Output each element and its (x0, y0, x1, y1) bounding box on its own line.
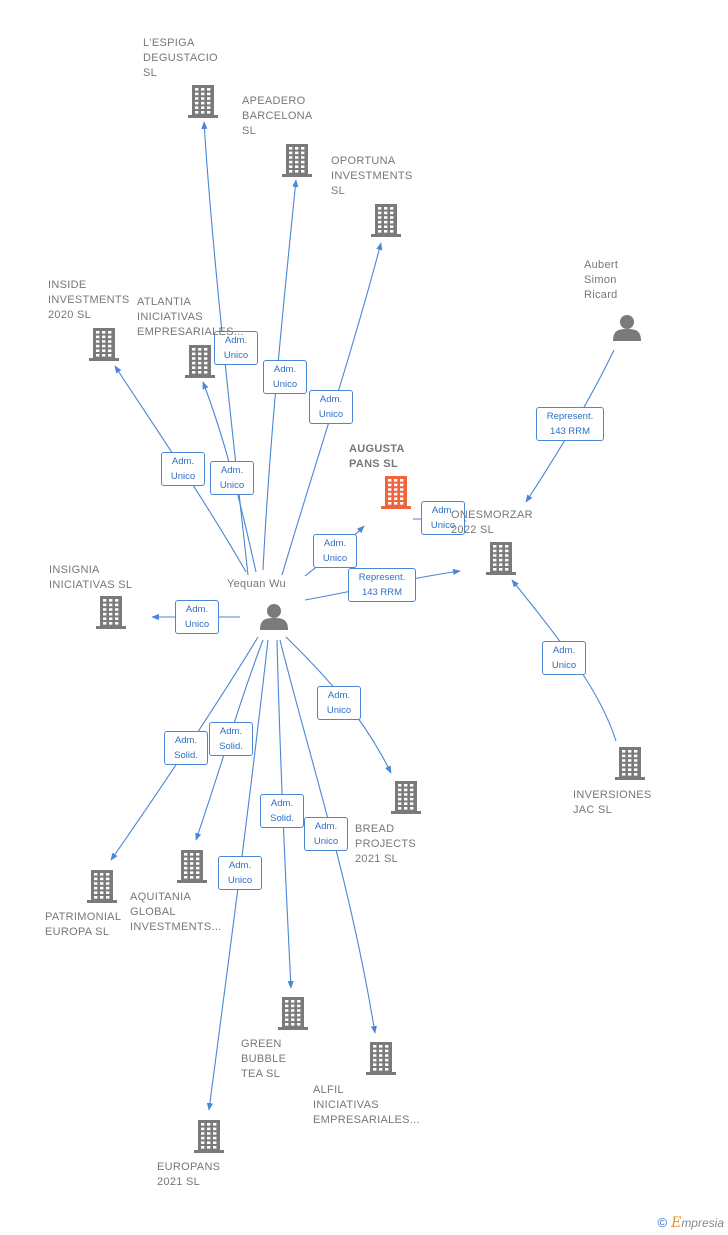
atlantia-building-icon[interactable] (185, 345, 215, 378)
relation-label-yequan-oportuna[interactable]: Adm. Unico (309, 390, 353, 424)
aubert-node-label[interactable]: Aubert Simon Ricard (584, 259, 619, 301)
onesmorzar-building-icon[interactable] (486, 542, 516, 575)
relation-label-yequan-atlantia[interactable]: Adm. Unico (210, 461, 254, 495)
aquitania-node-label[interactable]: AQUITANIA GLOBAL INVESTMENTS... (130, 891, 222, 933)
augusta-building-icon[interactable] (381, 476, 411, 509)
inversiones-node-label[interactable]: INVERSIONES JAC SL (573, 789, 652, 816)
relation-label-augusta-onesmorzar[interactable]: Adm. Unico (421, 501, 465, 535)
empresia-logo-text: mpresia (681, 1216, 724, 1230)
green-building-icon[interactable] (278, 997, 308, 1030)
relation-label-yequan-patrimonial[interactable]: Adm. Solid. (164, 731, 208, 765)
relation-label-yequan-europans[interactable]: Adm. Unico (218, 856, 262, 890)
alfil-building-icon[interactable] (366, 1042, 396, 1075)
europans-building-icon[interactable] (194, 1120, 224, 1153)
europans-node-label[interactable]: EUROPANS 2021 SL (157, 1161, 221, 1188)
bread-node-label[interactable]: BREAD PROJECTS 2021 SL (355, 823, 417, 865)
apeadero-building-icon[interactable] (282, 144, 312, 177)
insignia-building-icon[interactable] (96, 596, 126, 629)
yequan-node-label[interactable]: Yequan Wu (227, 578, 286, 590)
green-node-label[interactable]: GREEN BUBBLE TEA SL (241, 1038, 287, 1080)
atlantia-node-label[interactable]: ATLANTIA INICIATIVAS EMPRESARIALES... (137, 296, 244, 338)
patrimonial-node-label[interactable]: PATRIMONIAL EUROPA SL (45, 911, 122, 938)
relation-label-yequan-apeadero[interactable]: Adm. Unico (263, 360, 307, 394)
aquitania-building-icon[interactable] (177, 850, 207, 883)
relation-label-yequan-aquitania[interactable]: Adm. Solid. (209, 722, 253, 756)
inside-node-label[interactable]: INSIDE INVESTMENTS 2020 SL (48, 279, 130, 321)
espiga-node-label[interactable]: L'ESPIGA DEGUSTACIO SL (143, 37, 218, 79)
empresia-logo-initial: E (671, 1215, 682, 1231)
apeadero-node-label[interactable]: APEADERO BARCELONA SL (242, 95, 313, 137)
espiga-building-icon[interactable] (188, 85, 218, 118)
relation-label-inversiones-onesmorzar[interactable]: Adm. Unico (542, 641, 586, 675)
relation-label-aubert-onesmorzar[interactable]: Represent. 143 RRM (536, 407, 604, 441)
insignia-node-label[interactable]: INSIGNIA INICIATIVAS SL (49, 564, 133, 591)
relation-label-yequan-insignia[interactable]: Adm. Unico (175, 600, 219, 634)
relation-label-yequan-inside[interactable]: Adm. Unico (161, 452, 205, 486)
relation-label-yequan-augusta[interactable]: Adm. Unico (313, 534, 357, 568)
relation-label-yequan-espiga[interactable]: Adm. Unico (214, 331, 258, 365)
relation-label-yequan-green[interactable]: Adm. Solid. (260, 794, 304, 828)
augusta-node-label[interactable]: AUGUSTA PANS SL (349, 443, 405, 470)
relation-label-yequan-onesmorzar[interactable]: Represent. 143 RRM (348, 568, 416, 602)
yequan-person-icon[interactable] (260, 604, 288, 630)
copyright-icon: © (657, 1215, 668, 1230)
relation-label-yequan-bread[interactable]: Adm. Unico (317, 686, 361, 720)
relation-label-yequan-alfil[interactable]: Adm. Unico (304, 817, 348, 851)
inside-building-icon[interactable] (89, 328, 119, 361)
onesmorzar-node-label[interactable]: ONESMORZAR 2022 SL (451, 509, 533, 536)
empresia-brand[interactable]: ©Empresia (657, 1215, 724, 1231)
oportuna-node-label[interactable]: OPORTUNA INVESTMENTS SL (331, 155, 413, 197)
oportuna-building-icon[interactable] (371, 204, 401, 237)
alfil-node-label[interactable]: ALFIL INICIATIVAS EMPRESARIALES... (313, 1084, 420, 1126)
inversiones-building-icon[interactable] (615, 747, 645, 780)
aubert-person-icon[interactable] (613, 315, 641, 341)
patrimonial-building-icon[interactable] (87, 870, 117, 903)
bread-building-icon[interactable] (391, 781, 421, 814)
